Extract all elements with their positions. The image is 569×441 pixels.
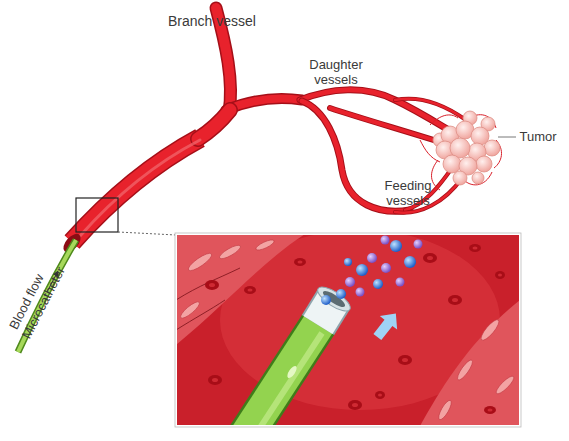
zoom-leader xyxy=(118,232,176,235)
vessel-label: Daughter vessels xyxy=(302,58,370,87)
leader-line xyxy=(498,137,516,138)
catheter-tip xyxy=(240,283,354,426)
direction-arrow xyxy=(369,307,405,344)
vessel-tree xyxy=(72,8,466,242)
vessel-label: Branch vessel xyxy=(168,14,256,30)
zoom-box xyxy=(76,198,118,232)
vessel-label: Feeding vessels xyxy=(378,179,438,208)
inset-frame xyxy=(176,234,520,426)
tumor-mass xyxy=(433,111,500,185)
red-blood-cells xyxy=(205,244,505,414)
capillaries xyxy=(420,115,502,190)
inset-view xyxy=(176,234,520,426)
particles xyxy=(321,236,423,306)
tumor-label: Tumor xyxy=(519,130,556,145)
inset-outline xyxy=(175,233,521,427)
